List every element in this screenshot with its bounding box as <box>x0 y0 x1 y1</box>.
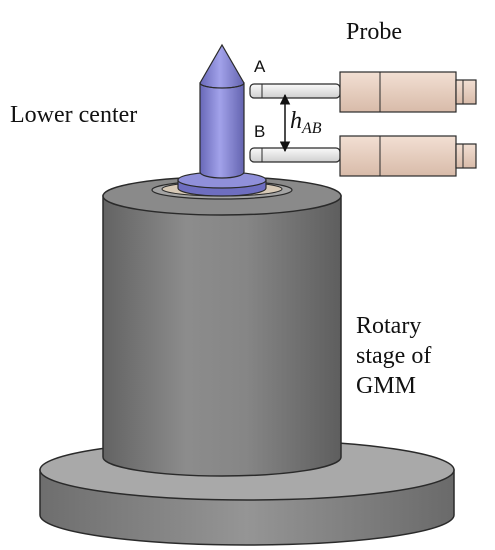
probe-a <box>249 71 477 113</box>
height-label: hAB <box>290 107 322 143</box>
rotary-stage-line-2: stage of <box>356 343 432 369</box>
probe-label: Probe <box>346 19 402 45</box>
lower-center-part <box>177 43 267 197</box>
point-b-label: B <box>254 122 266 141</box>
rotary-stage-line-1: Rotary <box>356 313 422 339</box>
point-a-label: A <box>254 57 266 76</box>
rotary-stage-label: Rotary stage of GMM <box>356 311 431 401</box>
rotary-stage-line-3: GMM <box>356 373 417 399</box>
lower-center-label: Lower center <box>10 102 138 128</box>
height-symbol: h <box>290 108 302 134</box>
rotary-stage-body <box>102 176 342 477</box>
probe-b <box>249 135 477 177</box>
height-subscript: AB <box>302 120 322 137</box>
